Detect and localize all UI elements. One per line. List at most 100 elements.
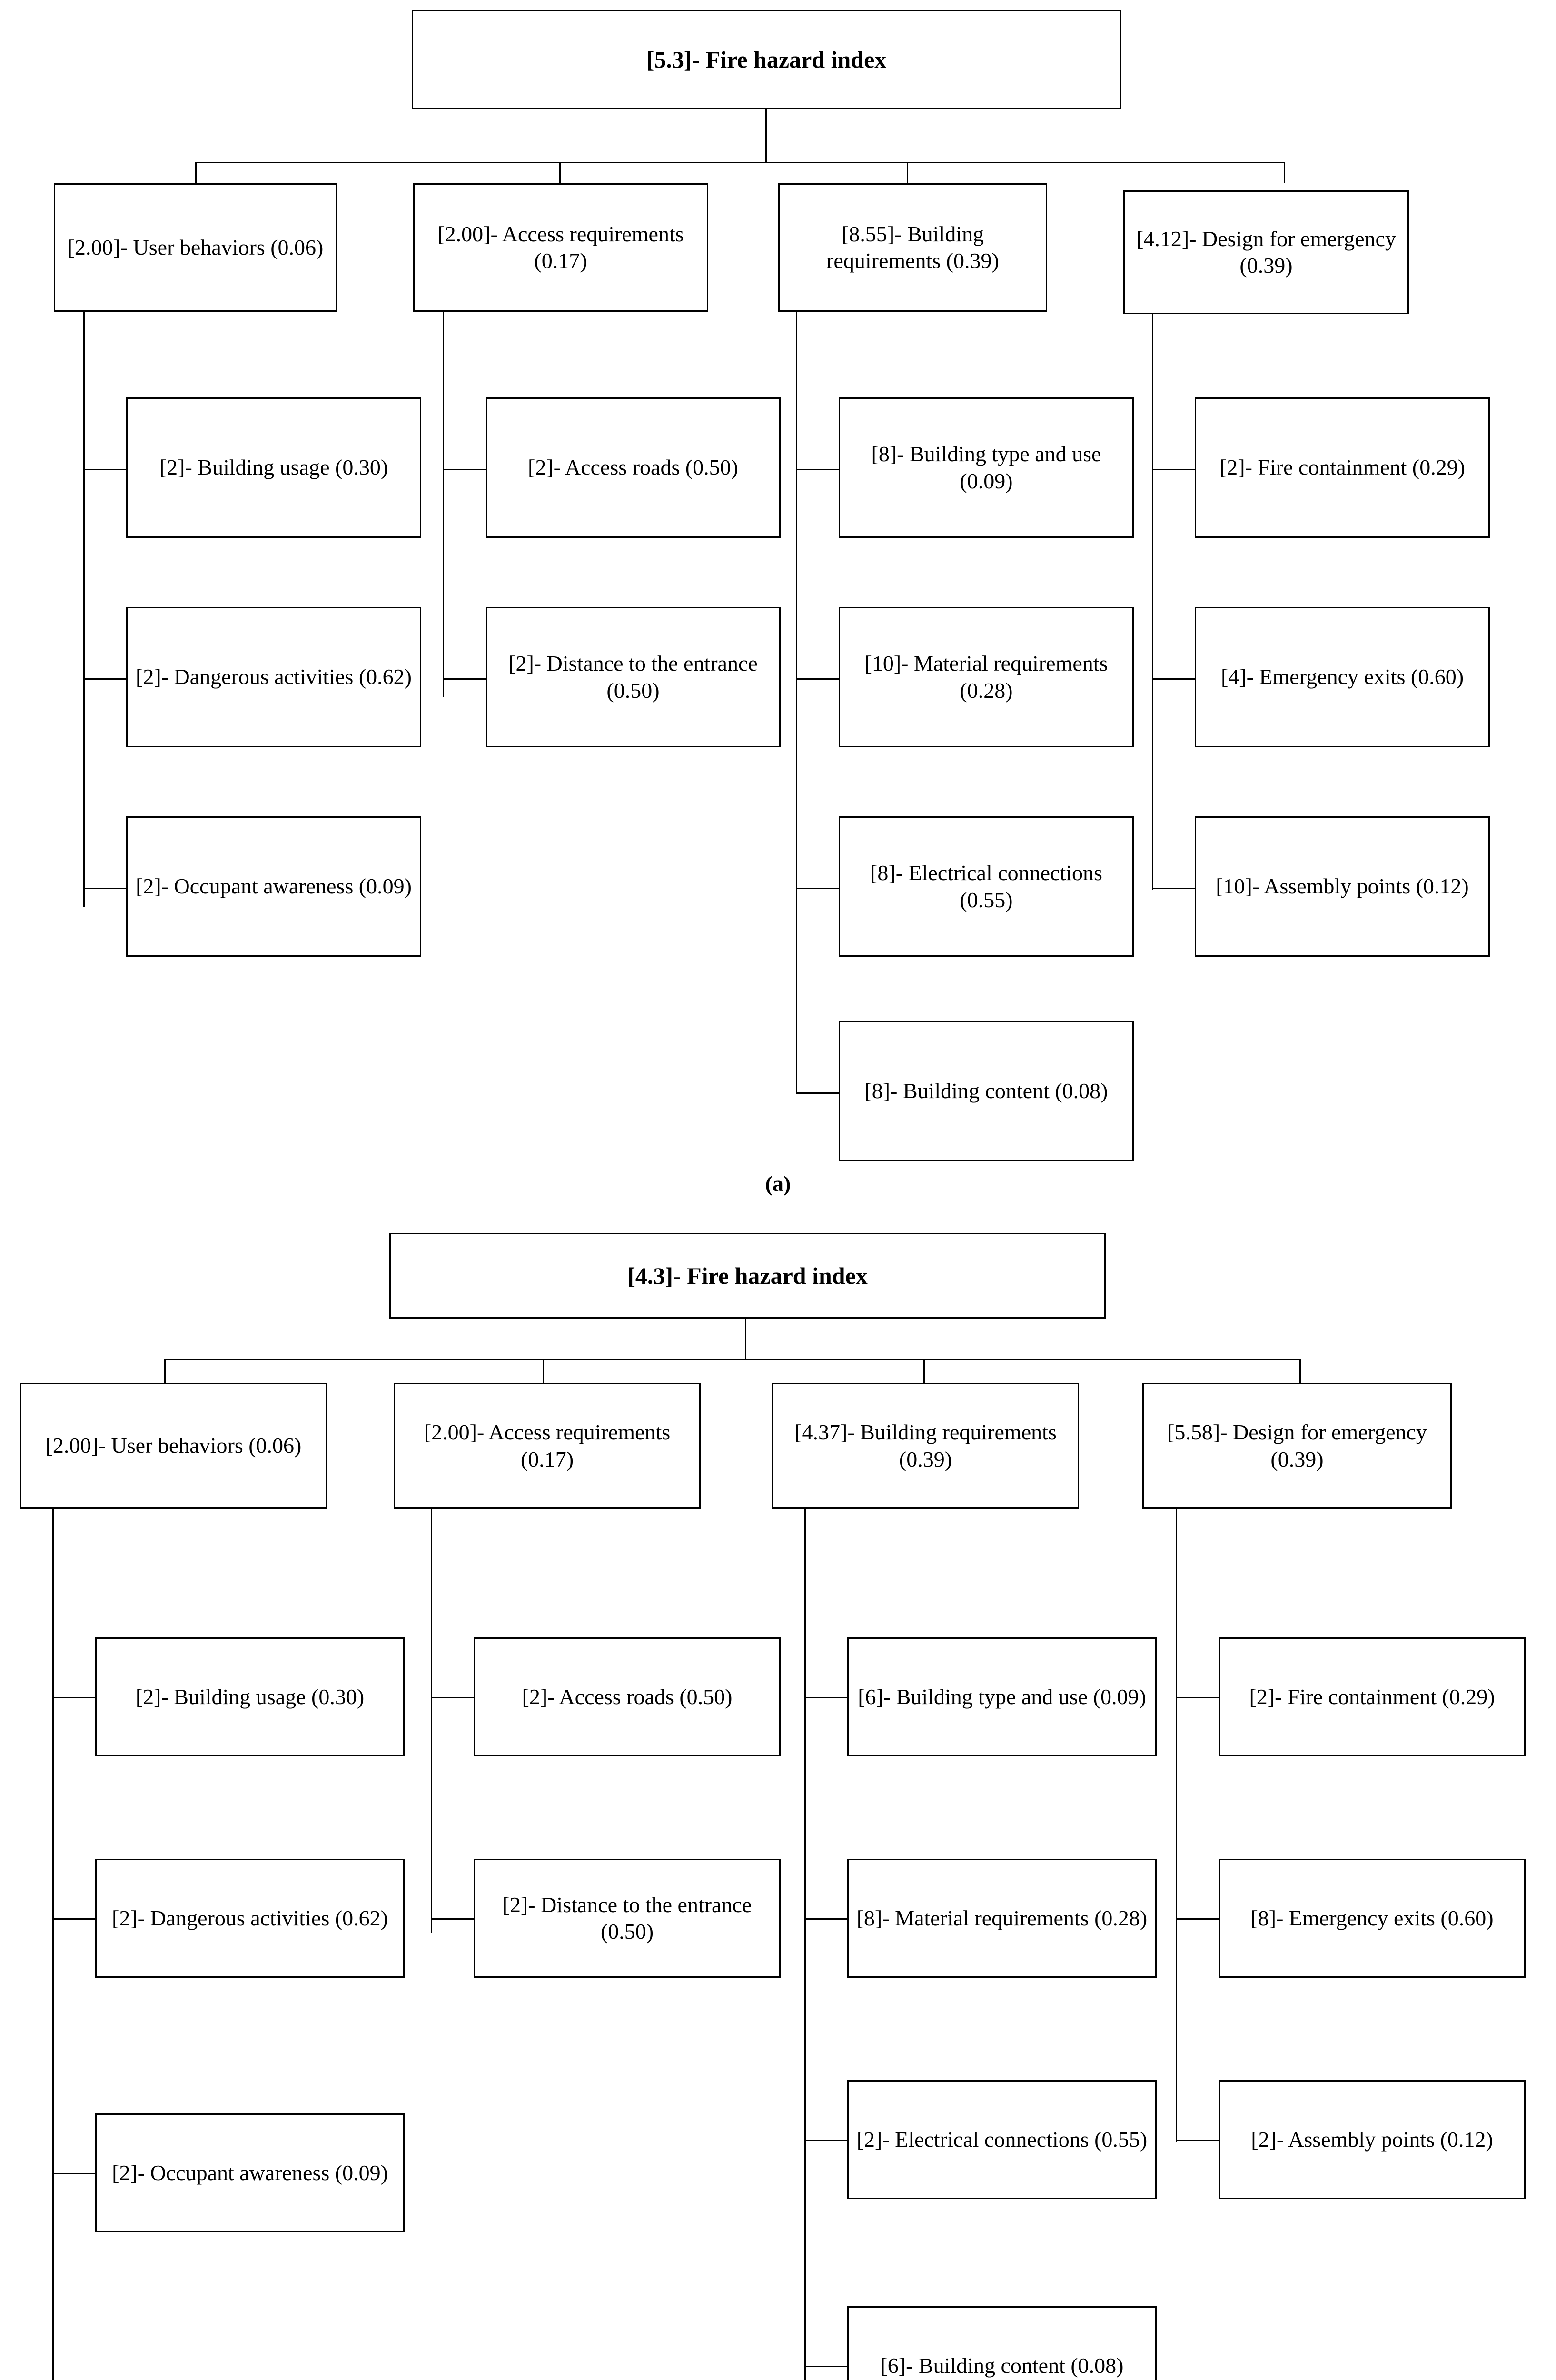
leaf-node-b-4-2: [8]- Emergency exits (0.60) bbox=[1219, 1859, 1526, 1978]
branch-node-a-2-label: [2.00]- Access requirements (0.17) bbox=[437, 221, 684, 273]
connector-drop-a-2 bbox=[559, 162, 561, 183]
connector-elbow-b-1-1 bbox=[52, 1697, 95, 1698]
leaf-node-a-4-3: [10]- Assembly points (0.12) bbox=[1195, 816, 1490, 957]
leaf-node-b-1-1-label: [2]- Building usage (0.30) bbox=[135, 1684, 365, 1709]
leaf-node-b-1-2-label: [2]- Dangerous activities (0.62) bbox=[112, 1905, 388, 1930]
leaf-node-b-4-2-label: [8]- Emergency exits (0.60) bbox=[1250, 1905, 1494, 1930]
root-node-b-label: [4.3]- Fire hazard index bbox=[627, 1262, 868, 1289]
leaf-node-a-1-3: [2]- Occupant awareness (0.09) bbox=[126, 816, 421, 957]
branch-node-a-3-label: [8.55]- Building requirements (0.39) bbox=[826, 221, 999, 273]
connector-elbow-a-3-4 bbox=[796, 1092, 839, 1094]
leaf-node-a-1-3-label: [2]- Occupant awareness (0.09) bbox=[136, 874, 412, 899]
connector-spine-a-4 bbox=[1152, 314, 1153, 890]
connector-spine-a-1 bbox=[83, 312, 85, 907]
connector-spine-b-3 bbox=[804, 1509, 806, 2380]
leaf-node-a-3-2-label: [10]- Material requirements (0.28) bbox=[864, 651, 1108, 703]
leaf-node-b-3-2-label: [8]- Material requirements (0.28) bbox=[856, 1905, 1148, 1930]
leaf-node-a-2-1: [2]- Access roads (0.50) bbox=[486, 397, 781, 538]
connector-elbow-b-3-1 bbox=[804, 1697, 847, 1698]
leaf-node-b-4-3-label: [2]- Assembly points (0.12) bbox=[1251, 2127, 1493, 2152]
leaf-node-a-3-3-label: [8]- Electrical connections (0.55) bbox=[870, 861, 1102, 912]
leaf-node-a-3-4-label: [8]- Building content (0.08) bbox=[864, 1079, 1108, 1103]
connector-elbow-b-3-2 bbox=[804, 1918, 847, 1920]
leaf-node-b-2-2-label: [2]- Distance to the entrance (0.50) bbox=[502, 1892, 752, 1944]
leaf-node-a-4-1-label: [2]- Fire containment (0.29) bbox=[1219, 455, 1466, 480]
leaf-node-b-2-1: [2]- Access roads (0.50) bbox=[474, 1637, 781, 1756]
leaf-node-a-4-3-label: [10]- Assembly points (0.12) bbox=[1216, 874, 1469, 899]
leaf-node-b-4-3: [2]- Assembly points (0.12) bbox=[1219, 2080, 1526, 2199]
connector-drop-b-4 bbox=[1299, 1359, 1301, 1383]
leaf-node-b-3-2: [8]- Material requirements (0.28) bbox=[847, 1859, 1157, 1978]
connector-elbow-b-1-2 bbox=[52, 1918, 95, 1920]
connector-drop-a-4 bbox=[1284, 162, 1285, 183]
connector-spine-b-2 bbox=[431, 1509, 432, 1933]
connector-elbow-a-3-1 bbox=[796, 469, 839, 470]
branch-node-a-2: [2.00]- Access requirements (0.17) bbox=[413, 183, 708, 312]
connector-elbow-a-2-1 bbox=[443, 469, 486, 470]
branch-node-b-1: [2.00]- User behaviors (0.06) bbox=[20, 1383, 327, 1509]
branch-node-b-3-label: [4.37]- Building requirements (0.39) bbox=[794, 1420, 1057, 1471]
connector-elbow-b-4-2 bbox=[1176, 1918, 1219, 1920]
connector-drop-b-1 bbox=[164, 1359, 166, 1383]
branch-node-a-1: [2.00]- User behaviors (0.06) bbox=[54, 183, 337, 312]
leaf-node-a-3-1: [8]- Building type and use (0.09) bbox=[839, 397, 1134, 538]
leaf-node-a-3-2: [10]- Material requirements (0.28) bbox=[839, 607, 1134, 747]
leaf-node-b-4-1-label: [2]- Fire containment (0.29) bbox=[1249, 1684, 1495, 1709]
connector-elbow-a-4-1 bbox=[1152, 469, 1195, 470]
connector-elbow-a-2-2 bbox=[443, 678, 486, 680]
root-node-b: [4.3]- Fire hazard index bbox=[389, 1233, 1106, 1319]
connector-elbow-a-4-3 bbox=[1152, 888, 1195, 889]
leaf-node-b-3-1-label: [6]- Building type and use (0.09) bbox=[858, 1684, 1146, 1709]
leaf-node-b-3-1: [6]- Building type and use (0.09) bbox=[847, 1637, 1157, 1756]
connector-bus-a bbox=[195, 162, 1285, 163]
leaf-node-b-4-1: [2]- Fire containment (0.29) bbox=[1219, 1637, 1526, 1756]
connector-elbow-b-4-1 bbox=[1176, 1697, 1219, 1698]
leaf-node-a-4-1: [2]- Fire containment (0.29) bbox=[1195, 397, 1490, 538]
root-node-a: [5.3]- Fire hazard index bbox=[412, 10, 1121, 109]
branch-node-b-4: [5.58]- Design for emergency (0.39) bbox=[1142, 1383, 1452, 1509]
connector-spine-b-4 bbox=[1176, 1509, 1177, 2142]
connector-drop-b-2 bbox=[543, 1359, 544, 1383]
leaf-node-b-3-4-label: [6]- Building content (0.08) bbox=[880, 2353, 1124, 2378]
connector-elbow-a-1-2 bbox=[83, 678, 126, 680]
connector-elbow-b-1-3 bbox=[52, 2173, 95, 2174]
leaf-node-b-1-3-label: [2]- Occupant awareness (0.09) bbox=[112, 2160, 388, 2185]
branch-node-b-1-label: [2.00]- User behaviors (0.06) bbox=[45, 1433, 302, 1458]
leaf-node-b-1-1: [2]- Building usage (0.30) bbox=[95, 1637, 405, 1756]
panel-caption-a: (a) bbox=[765, 1171, 791, 1196]
leaf-node-a-4-2-label: [4]- Emergency exits (0.60) bbox=[1220, 664, 1464, 689]
leaf-node-a-4-2: [4]- Emergency exits (0.60) bbox=[1195, 607, 1490, 747]
connector-root-stem-b bbox=[745, 1319, 746, 1359]
leaf-node-b-3-3-label: [2]- Electrical connections (0.55) bbox=[856, 2127, 1148, 2152]
connector-spine-a-3 bbox=[796, 312, 797, 1092]
connector-bus-b bbox=[164, 1359, 1299, 1360]
connector-elbow-b-2-2 bbox=[431, 1918, 474, 1920]
connector-elbow-b-3-3 bbox=[804, 2140, 847, 2141]
branch-node-b-3: [4.37]- Building requirements (0.39) bbox=[772, 1383, 1079, 1509]
connector-elbow-b-4-3 bbox=[1176, 2140, 1219, 2141]
leaf-node-b-2-1-label: [2]- Access roads (0.50) bbox=[522, 1684, 733, 1709]
leaf-node-a-1-2-label: [2]- Dangerous activities (0.62) bbox=[136, 664, 412, 689]
connector-elbow-a-4-2 bbox=[1152, 678, 1195, 680]
connector-spine-a-2 bbox=[443, 312, 444, 697]
root-node-a-label: [5.3]- Fire hazard index bbox=[646, 46, 887, 73]
leaf-node-a-2-2: [2]- Distance to the entrance (0.50) bbox=[486, 607, 781, 747]
leaf-node-a-2-1-label: [2]- Access roads (0.50) bbox=[528, 455, 738, 480]
branch-node-b-2-label: [2.00]- Access requirements (0.17) bbox=[424, 1420, 671, 1471]
connector-elbow-a-1-3 bbox=[83, 888, 126, 889]
connector-elbow-a-3-2 bbox=[796, 678, 839, 680]
branch-node-b-4-label: [5.58]- Design for emergency (0.39) bbox=[1167, 1420, 1427, 1471]
leaf-node-b-1-3: [2]- Occupant awareness (0.09) bbox=[95, 2113, 405, 2232]
connector-elbow-b-2-1 bbox=[431, 1697, 474, 1698]
branch-node-b-2: [2.00]- Access requirements (0.17) bbox=[394, 1383, 701, 1509]
connector-drop-a-3 bbox=[907, 162, 908, 183]
leaf-node-b-1-2: [2]- Dangerous activities (0.62) bbox=[95, 1859, 405, 1978]
connector-elbow-a-3-3 bbox=[796, 888, 839, 889]
branch-node-a-4-label: [4.12]- Design for emergency (0.39) bbox=[1136, 226, 1396, 278]
leaf-node-a-3-3: [8]- Electrical connections (0.55) bbox=[839, 816, 1134, 957]
connector-root-stem-a bbox=[765, 109, 767, 162]
leaf-node-a-1-1-label: [2]- Building usage (0.30) bbox=[159, 455, 388, 480]
leaf-node-a-1-2: [2]- Dangerous activities (0.62) bbox=[126, 607, 421, 747]
diagram-panel-a: [5.3]- Fire hazard index [2.00]- User be… bbox=[54, 10, 1490, 1196]
